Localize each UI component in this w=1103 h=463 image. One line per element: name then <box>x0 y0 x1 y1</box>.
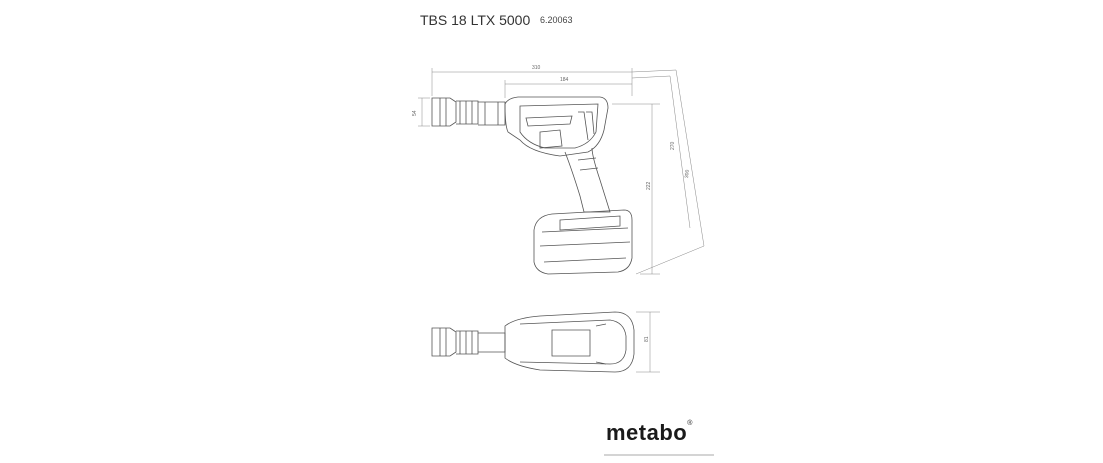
top-view <box>431 311 635 373</box>
dim-height-total: 270 <box>670 141 676 150</box>
brand-logo: metabo® <box>606 420 693 446</box>
dim-width: 81 <box>644 336 650 342</box>
dim-total-length: 310 <box>532 65 541 71</box>
order-number: 6.20063 <box>540 15 573 25</box>
brand-name: metabo <box>606 420 688 445</box>
brand-mark: ® <box>687 420 693 427</box>
dim-height-grip: 222 <box>646 181 652 190</box>
dimension-lines <box>418 68 705 373</box>
model-title: TBS 18 LTX 5000 <box>420 12 531 28</box>
side-view <box>431 96 633 275</box>
dim-diagonal: 300 <box>684 169 691 178</box>
dim-chuck-diameter: 54 <box>412 110 418 116</box>
dim-head-length: 184 <box>560 77 569 83</box>
